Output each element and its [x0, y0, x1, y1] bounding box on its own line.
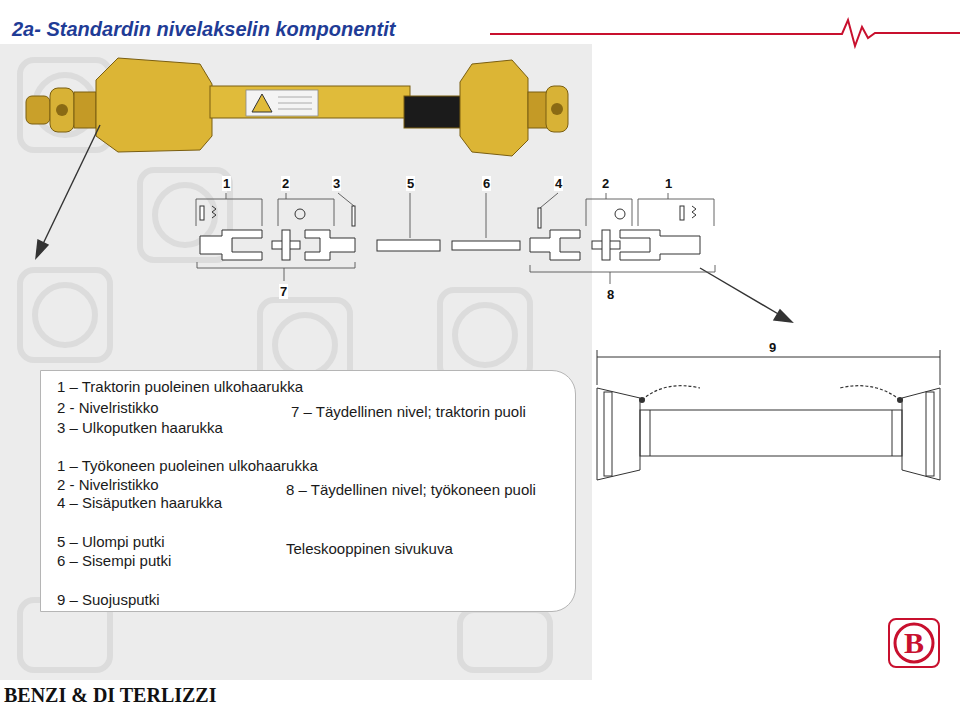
callout-number: 5 — [406, 176, 415, 191]
legend-entry: 9 – Suojusputki — [57, 591, 160, 609]
legend-entry: 1 – Traktorin puoleinen ulkohaarukka — [57, 378, 303, 396]
callout-number: 2 — [281, 176, 290, 191]
callout-number: 2 — [601, 176, 610, 191]
callout-number: 7 — [279, 284, 288, 299]
legend-panel: 1 – Traktorin puoleinen ulkohaarukka 2 - … — [40, 370, 576, 612]
brand-logo: B — [888, 618, 940, 668]
logo-letter: B — [890, 620, 938, 666]
dimension-label: 9 — [768, 340, 777, 355]
legend-entry: 8 – Täydellinen nivel; työkoneen puoli — [286, 481, 536, 499]
callout-number: 1 — [222, 176, 231, 191]
legend-entry: 1 – Työkoneen puoleinen ulkohaarukka — [57, 457, 318, 475]
callout-number: 6 — [482, 176, 491, 191]
callout-number: 8 — [606, 287, 615, 302]
company-name: BENZI & DI TERLIZZI — [4, 684, 216, 707]
page-title: 2a- Standardin nivelakselin komponentit — [12, 18, 395, 41]
legend-entry: 2 - Nivelristikko — [57, 476, 159, 494]
legend-entry: 3 – Ulkoputken haarukka — [57, 419, 223, 437]
legend-entry: 4 – Sisäputken haarukka — [57, 494, 222, 512]
legend-entry: 5 – Ulompi putki — [57, 533, 165, 551]
callout-number: 1 — [664, 176, 673, 191]
legend-entry: 6 – Sisempi putki — [57, 552, 171, 570]
callout-number: 4 — [554, 176, 563, 191]
legend-entry: 7 – Täydellinen nivel; traktorin puoli — [291, 403, 526, 421]
legend-entry: Teleskooppinen sivukuva — [286, 540, 453, 558]
callout-number: 3 — [332, 176, 341, 191]
legend-entry: 2 - Nivelristikko — [57, 399, 159, 417]
